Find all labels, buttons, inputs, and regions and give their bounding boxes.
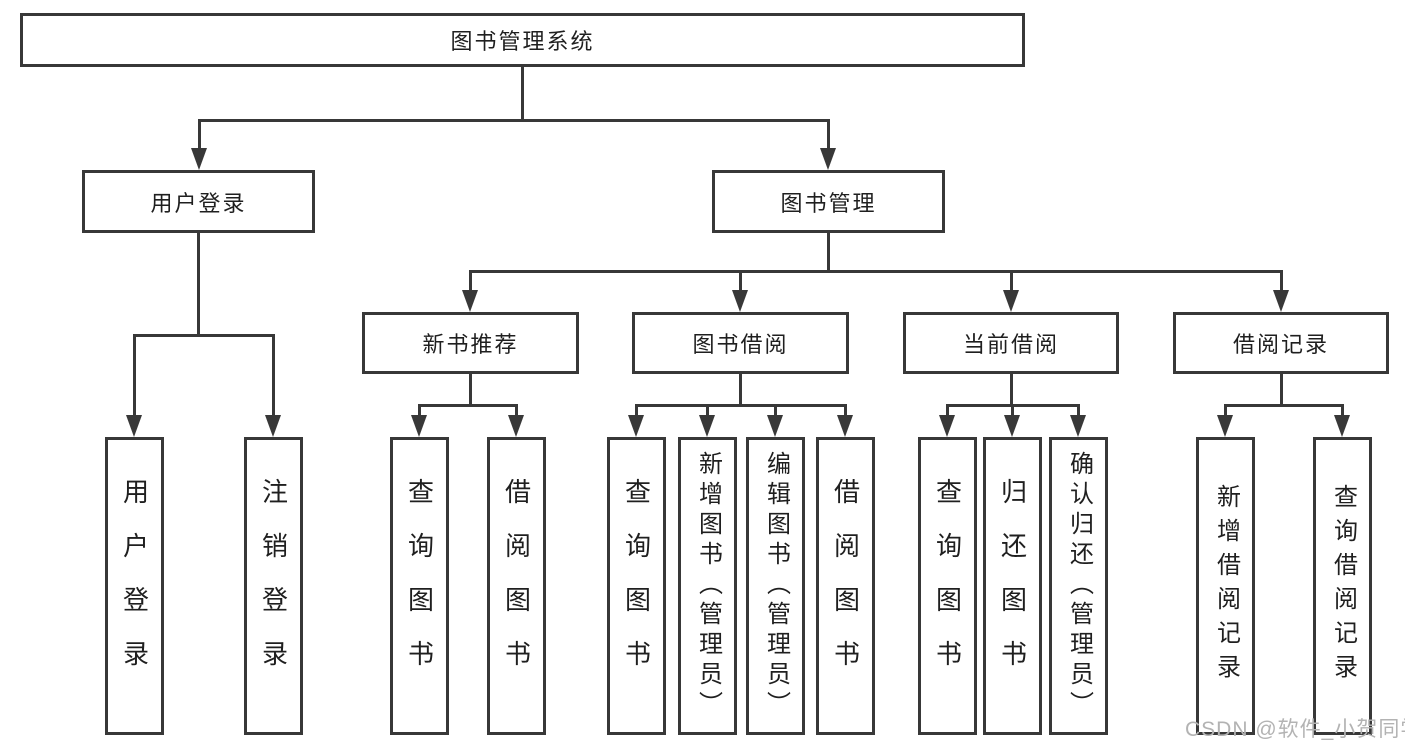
node-book-borrowing: 图书借阅: [632, 312, 849, 374]
leaf-label: 新增图书（管理员）: [694, 451, 722, 721]
leaf-label: 归还图书: [997, 478, 1028, 694]
connector-line: [1280, 374, 1283, 407]
leaf-label: 新增借阅记录: [1212, 484, 1240, 688]
arrow-down-icon: [1070, 415, 1086, 437]
leaf-confirm-return-admin: 确认归还（管理员）: [1049, 437, 1108, 735]
leaf-user-login: 用户登录: [105, 437, 164, 735]
leaf-query-borrow-record: 查询借阅记录: [1313, 437, 1372, 735]
leaf-edit-book-admin: 编辑图书（管理员）: [746, 437, 805, 735]
leaf-borrow-books-borrowing: 借阅图书: [816, 437, 875, 735]
connector-line: [635, 404, 846, 407]
connector-line: [1010, 374, 1013, 407]
connector-line: [198, 119, 201, 151]
connector-line: [1280, 270, 1283, 293]
connector-line: [1077, 404, 1080, 417]
connector-line: [774, 404, 777, 417]
connector-line: [1224, 404, 1227, 417]
node-user-login: 用户登录: [82, 170, 315, 233]
leaf-label: 借阅图书: [830, 478, 861, 694]
arrow-down-icon: [767, 415, 783, 437]
arrow-down-icon: [462, 290, 478, 312]
arrow-down-icon: [1334, 415, 1350, 437]
leaf-borrow-books-recommend: 借阅图书: [487, 437, 546, 735]
leaf-query-books-recommend: 查询图书: [390, 437, 449, 735]
csdn-watermark: CSDN @软件_小贺同学: [1185, 718, 1405, 741]
leaf-label: 注销登录: [258, 478, 289, 694]
arrow-down-icon: [1217, 415, 1233, 437]
arrow-down-icon: [1003, 290, 1019, 312]
connector-line: [1010, 270, 1013, 293]
arrow-down-icon: [191, 148, 207, 170]
leaf-return-book: 归还图书: [983, 437, 1042, 735]
arrow-down-icon: [1004, 415, 1020, 437]
connector-line: [635, 404, 638, 417]
connector-line: [739, 374, 742, 407]
leaf-add-borrow-record: 新增借阅记录: [1196, 437, 1255, 735]
arrow-down-icon: [411, 415, 427, 437]
connector-line: [515, 404, 518, 417]
leaf-label: 编辑图书（管理员）: [762, 451, 790, 721]
connector-line: [706, 404, 709, 417]
leaf-label: 借阅图书: [501, 478, 532, 694]
leaf-query-books-borrowing: 查询图书: [607, 437, 666, 735]
arrow-down-icon: [837, 415, 853, 437]
leaf-label: 查询图书: [932, 478, 963, 694]
connector-line: [198, 119, 830, 122]
connector-line: [1011, 404, 1014, 417]
leaf-label: 确认归还（管理员）: [1065, 451, 1093, 721]
arrow-down-icon: [732, 290, 748, 312]
arrow-down-icon: [508, 415, 524, 437]
connector-line: [521, 67, 524, 121]
connector-line: [272, 334, 275, 417]
connector-line: [469, 270, 1282, 273]
arrow-down-icon: [939, 415, 955, 437]
connector-line: [827, 119, 830, 151]
arrow-down-icon: [265, 415, 281, 437]
leaf-label: 查询图书: [404, 478, 435, 694]
arrow-down-icon: [126, 415, 142, 437]
arrow-down-icon: [1273, 290, 1289, 312]
node-borrowing-records: 借阅记录: [1173, 312, 1389, 374]
connector-line: [844, 404, 847, 417]
node-book-management: 图书管理: [712, 170, 945, 233]
connector-line: [946, 404, 949, 417]
leaf-label: 查询图书: [621, 478, 652, 694]
connector-line: [197, 233, 200, 337]
leaf-logout: 注销登录: [244, 437, 303, 735]
connector-line: [469, 374, 472, 407]
leaf-label: 查询借阅记录: [1329, 484, 1357, 688]
connector-line: [739, 270, 742, 293]
connector-line: [133, 334, 275, 337]
arrow-down-icon: [820, 148, 836, 170]
connector-line: [1224, 404, 1343, 407]
arrow-down-icon: [699, 415, 715, 437]
connector-line: [418, 404, 421, 417]
node-new-book-recommendation: 新书推荐: [362, 312, 579, 374]
leaf-query-books-current: 查询图书: [918, 437, 977, 735]
connector-line: [827, 233, 830, 273]
leaf-add-book-admin: 新增图书（管理员）: [678, 437, 737, 735]
arrow-down-icon: [628, 415, 644, 437]
node-current-borrowing: 当前借阅: [903, 312, 1119, 374]
connector-line: [469, 270, 472, 293]
node-library-management-system: 图书管理系统: [20, 13, 1025, 67]
connector-line: [1341, 404, 1344, 417]
connector-line: [133, 334, 136, 417]
leaf-label: 用户登录: [119, 478, 150, 694]
connector-line: [418, 404, 518, 407]
